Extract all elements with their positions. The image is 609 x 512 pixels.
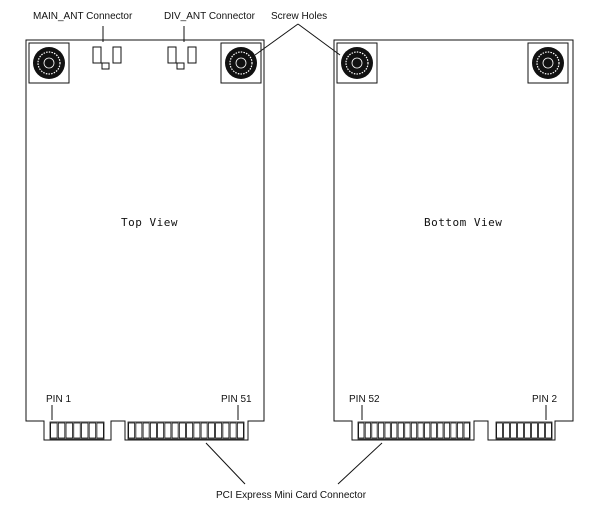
connector-pin [417, 422, 424, 439]
pin-strip-outline [357, 421, 471, 440]
connector-pin [186, 422, 194, 439]
connector-pin [545, 422, 552, 439]
connector-pin [200, 422, 208, 439]
connector-pin [463, 422, 470, 439]
connector-pin [96, 422, 104, 439]
connector-pin [538, 422, 545, 439]
connector-leader-right [337, 442, 383, 485]
pin-2-label: PIN 2 [532, 394, 557, 405]
pin-strip-outline [495, 421, 553, 440]
screw-hole-top-right [220, 42, 262, 84]
screw-holes-leader-bottom [297, 23, 341, 56]
connector-pin [496, 422, 503, 439]
connector-pin [135, 422, 143, 439]
top-view-label: Top View [121, 216, 178, 229]
connector-pin [410, 422, 418, 439]
connector-pin [236, 422, 244, 439]
pin-strip-outline [127, 421, 245, 440]
connector-pin [142, 422, 150, 439]
top-view-pins-right [127, 421, 245, 440]
connector-pin [517, 422, 524, 439]
pin-51-label: PIN 51 [221, 394, 252, 405]
connector-pin [50, 422, 58, 439]
div-ant-connector [167, 26, 197, 70]
bottom-view-pins-left [357, 421, 471, 440]
connector-pin [171, 422, 179, 439]
connector-pin [73, 422, 81, 439]
connector-pin [397, 422, 404, 439]
pin-1-label: PIN 1 [46, 394, 71, 405]
connector-pin [457, 422, 464, 439]
div-ant-connector-label: DIV_ANT Connector [164, 11, 256, 22]
screw-holes-leader-top [254, 23, 299, 56]
screw-hole-top-left [28, 42, 70, 84]
connector-pin [371, 422, 378, 439]
connector-pin [88, 422, 97, 439]
connector-pin [149, 422, 157, 439]
top-view-card: Top View PIN 1 PIN 51 [25, 26, 265, 441]
bottom-view-label: Bottom View [424, 216, 502, 229]
connector-pin [157, 422, 165, 439]
connector-pin [524, 422, 531, 439]
connector-pin [450, 422, 457, 439]
connector-pin [128, 422, 136, 439]
bottom-view-card: Bottom View PIN 52 PIN 2 [333, 39, 574, 441]
main-ant-connector [92, 26, 122, 70]
pin-52-label: PIN 52 [349, 394, 380, 405]
connector-pin [358, 422, 365, 439]
connector-pin [207, 422, 215, 439]
connector-pin [65, 422, 73, 439]
connector-pin [404, 422, 411, 439]
connector-leader-left [205, 442, 246, 485]
connector-pin [531, 422, 538, 439]
screw-hole-bottom-left [336, 42, 378, 84]
screw-hole-bottom-right [527, 42, 569, 84]
connector-pin [424, 422, 431, 439]
connector-pin [81, 422, 89, 439]
connector-pin [377, 422, 385, 439]
connector-pin [229, 422, 237, 439]
connector-pin [443, 422, 451, 439]
connector-pin [178, 422, 186, 439]
connector-pin [164, 422, 172, 439]
connector-pin [503, 422, 510, 439]
pin-strip-outline [49, 421, 105, 440]
connector-pin [430, 422, 437, 439]
screw-holes-label: Screw Holes [271, 11, 327, 22]
connector-pin [57, 422, 66, 439]
top-view-pins-left [49, 421, 105, 440]
connector-pin [222, 422, 230, 439]
connector-pin [215, 422, 223, 439]
main-ant-connector-label: MAIN_ANT Connector [33, 11, 133, 22]
connector-pin [437, 422, 444, 439]
connector-pin [364, 422, 371, 439]
connector-pin [510, 422, 517, 439]
connector-pin [391, 422, 398, 439]
connector-pin [193, 422, 201, 439]
connector-label: PCI Express Mini Card Connector [216, 490, 367, 501]
bottom-view-pins-right [495, 421, 553, 440]
connector-pin [384, 422, 391, 439]
